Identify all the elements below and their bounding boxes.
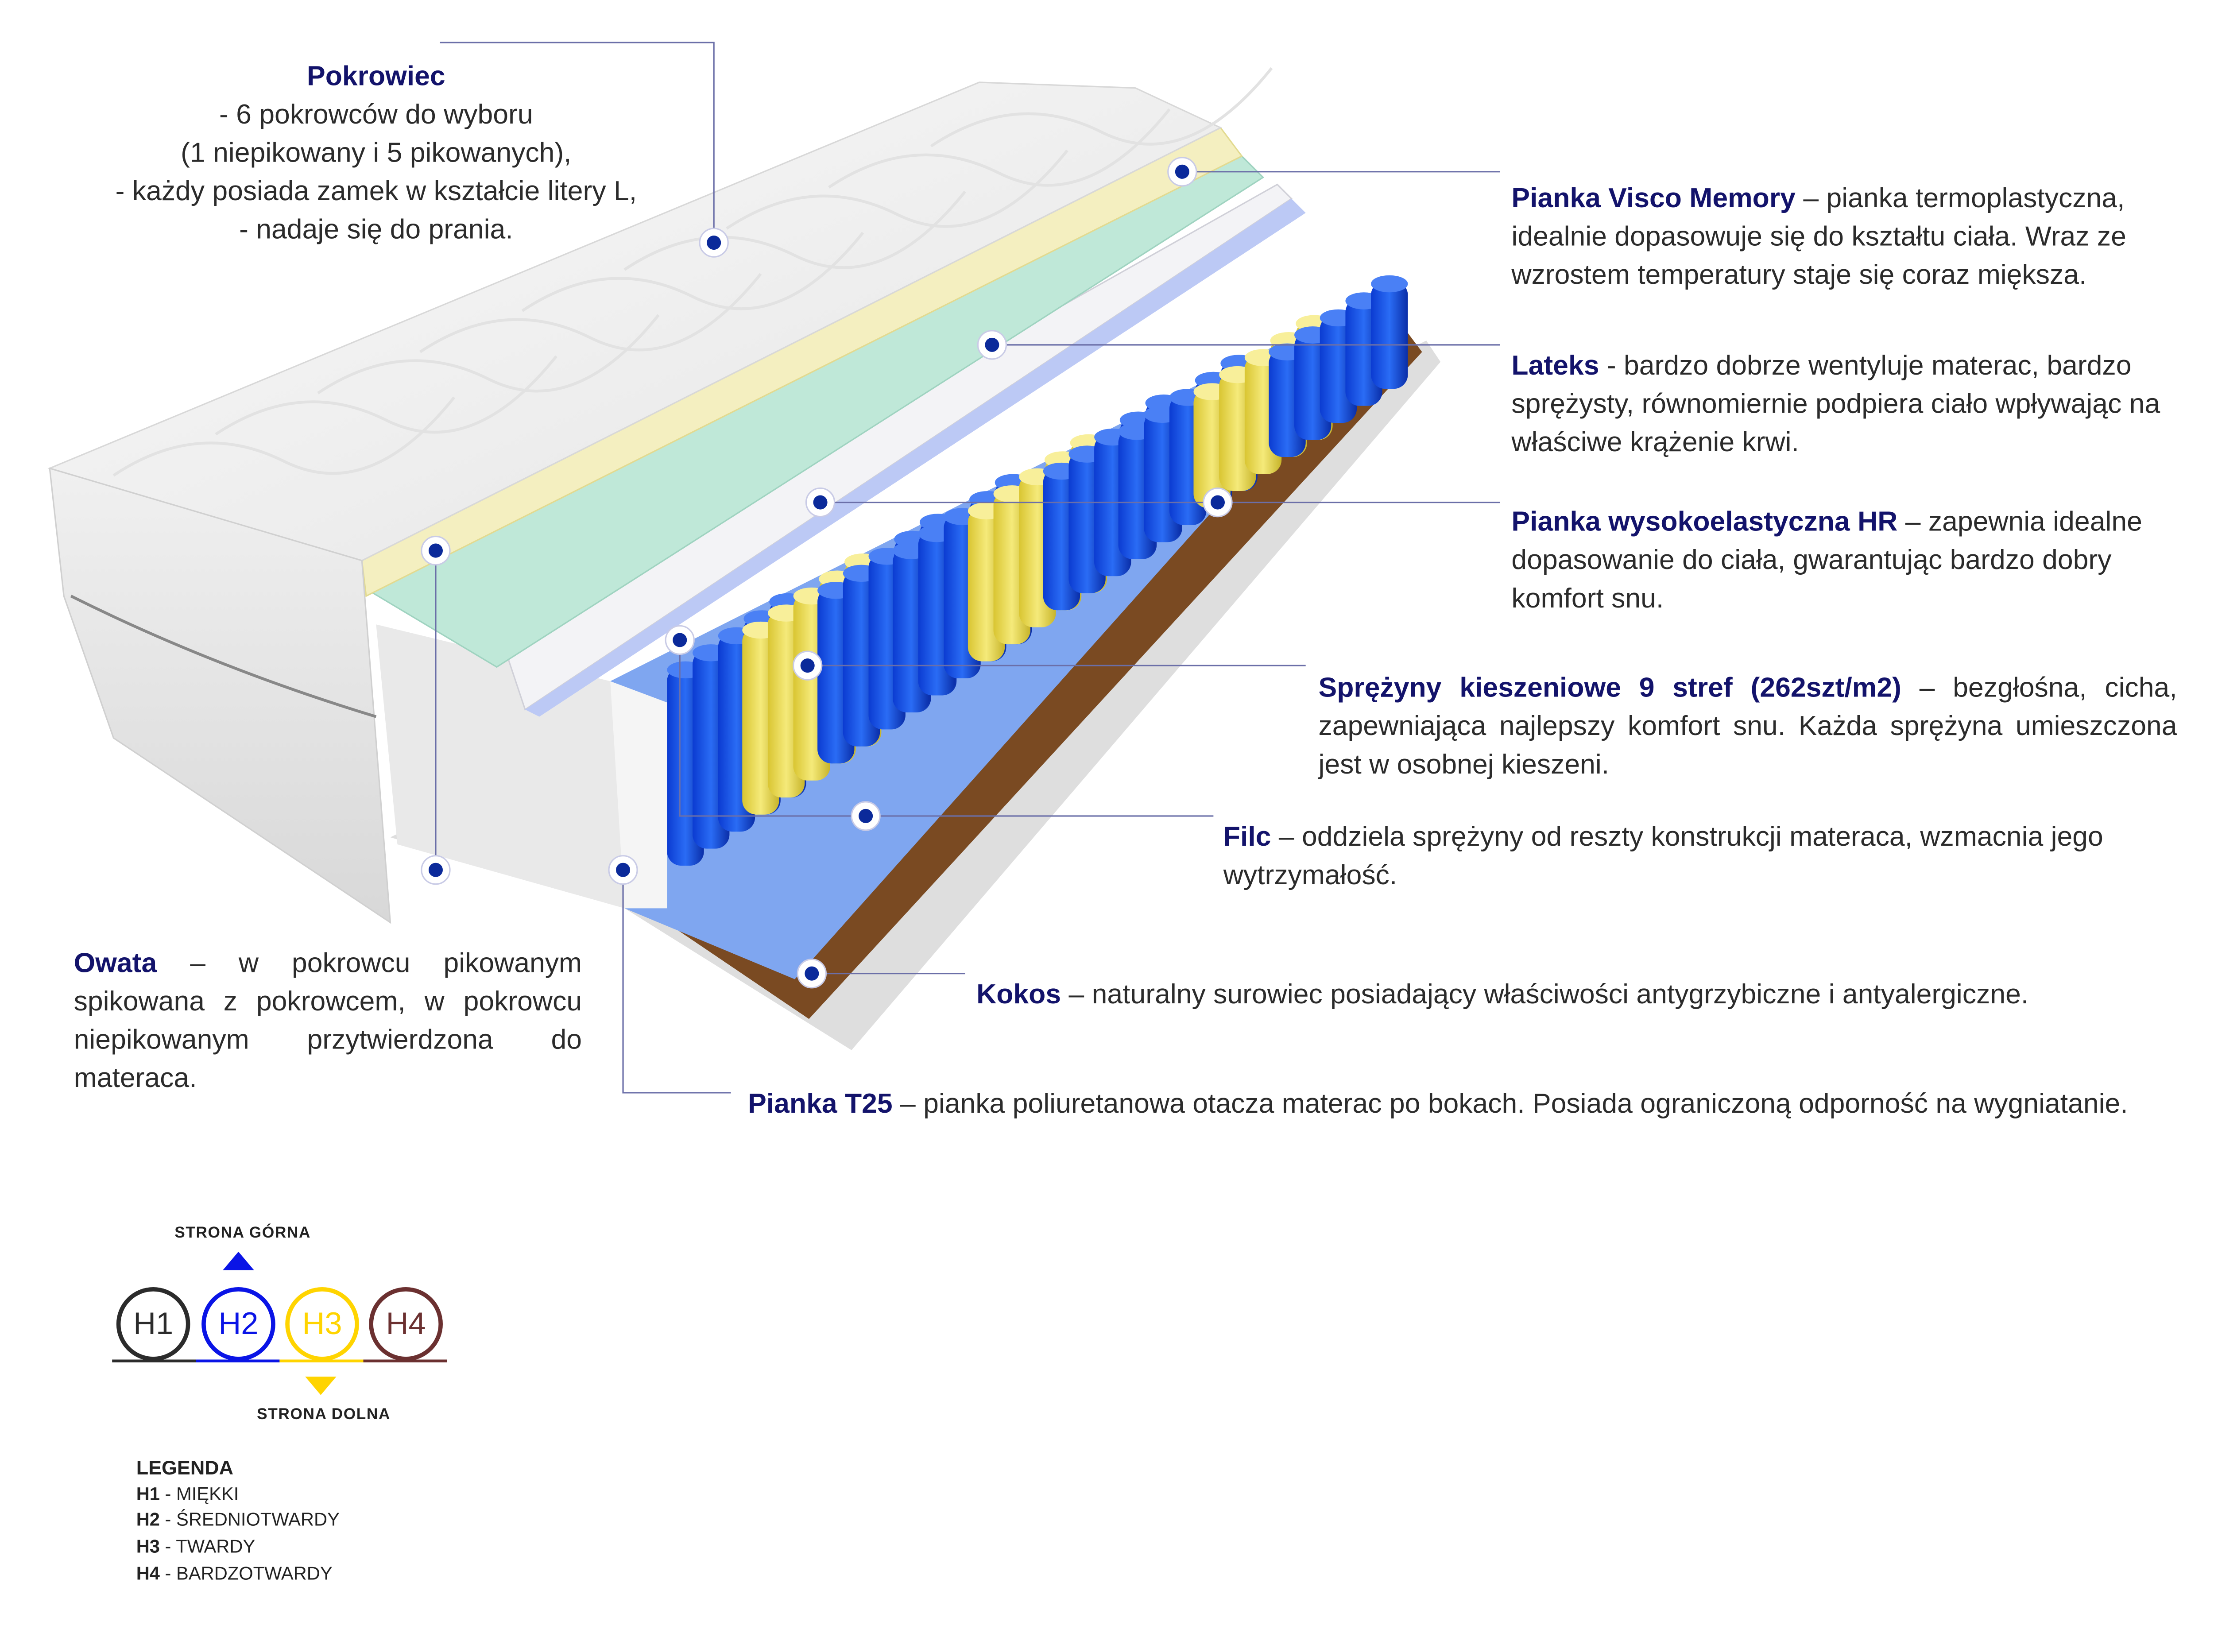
callout-title: Pianka T25: [748, 1088, 893, 1120]
callout-sprezyny: Sprężyny kieszeniowe 9 stref (262szt/m2)…: [1319, 670, 2177, 785]
legend: LEGENDA H1 - MIĘKKI H2 - ŚREDNIOTWARDY H…: [136, 1455, 340, 1587]
callout-title: Pokrowiec: [307, 61, 445, 93]
hardness-code: H2: [218, 1305, 259, 1341]
callout-visco: Pianka Visco Memory – pianka termoplasty…: [1511, 180, 2178, 295]
top-side-label: STRONA GÓRNA: [174, 1225, 311, 1242]
quilt-wave: [930, 67, 1273, 147]
marker-dot-icon: [1167, 157, 1197, 187]
legend-code: H2: [136, 1509, 160, 1531]
callout-text: – naturalny surowiec posiadający właściw…: [1061, 979, 2029, 1011]
marker-dot-icon: [421, 855, 451, 885]
legend-item: H2 - ŚREDNIOTWARDY: [136, 1508, 340, 1534]
bottom-side-label: STRONA DOLNA: [257, 1406, 391, 1424]
callout-text: – bezgłośna, cicha, zapewniająca najleps…: [1318, 673, 2177, 781]
legend-code: H1: [136, 1482, 160, 1504]
callout-lateks: Lateks - bardzo dobrze wentyluje materac…: [1511, 348, 2178, 463]
quilt-wave: [521, 232, 864, 312]
callout-text: - bardzo dobrze wentyluje materac, bardz…: [1511, 350, 2160, 459]
callout-title: Owata: [74, 948, 157, 979]
callout-owata: Owata – w pokrowcu pikowanym spikowana z…: [74, 945, 582, 1099]
quilt-wave: [828, 108, 1171, 189]
marker-dot-icon: [1203, 487, 1233, 518]
quilt-wave: [623, 190, 966, 271]
legend-sep: -: [159, 1482, 177, 1504]
callout-title: Pianka wysokoelastyczna HR: [1511, 507, 1898, 538]
callout-pokrowiec: Pokrowiec - 6 pokrowców do wyboru (1 nie…: [57, 58, 695, 250]
marker-dot-icon: [977, 330, 1007, 360]
callout-line: (1 niepikowany i 5 pikowanych),: [181, 137, 572, 169]
markers: [421, 157, 1233, 989]
hardness-h2: H2: [201, 1287, 275, 1361]
marker-dot-icon: [793, 650, 823, 681]
hardness-code: H3: [302, 1305, 342, 1341]
callout-title: Lateks: [1511, 350, 1599, 382]
callout-kokos: Kokos – naturalny surowiec posiadający w…: [976, 976, 2183, 1015]
callout-text: – pianka poliuretanowa otacza materac po…: [892, 1088, 2128, 1120]
marker-dot-icon: [851, 801, 881, 831]
legend-item: H3 - TWARDY: [136, 1534, 340, 1561]
quilt-wave: [317, 314, 660, 395]
callout-t25: Pianka T25 – pianka poliuretanowa otacza…: [748, 1086, 2171, 1124]
hardness-code: H4: [386, 1305, 426, 1341]
hardness-code: H1: [133, 1305, 174, 1341]
pocket-springs: [667, 275, 1408, 866]
legend-label: TWARDY: [176, 1536, 255, 1557]
legend-item: H4 - BARDZOTWARDY: [136, 1561, 340, 1587]
callout-text: – zapewnia idealne dopasowanie do ciała,…: [1511, 507, 2142, 615]
quilt-wave: [726, 149, 1068, 230]
hardness-h1: H1: [116, 1287, 190, 1361]
callout-hr: Pianka wysokoelastyczna HR – zapewnia id…: [1511, 504, 2178, 619]
hardness-h3: H3: [285, 1287, 359, 1361]
spring-pocket: [1371, 275, 1408, 389]
marker-dot-icon: [421, 535, 451, 566]
cover-side: [49, 467, 391, 924]
callout-text: – w pokrowcu pikowanym spikowana z pokro…: [74, 948, 582, 1095]
callout-line: - każdy posiada zamek w kształcie litery…: [115, 176, 637, 207]
callout-filc: Filc – oddziela sprężyny od reszty konst…: [1223, 819, 2177, 895]
marker-dot-icon: [665, 625, 695, 655]
legend-item: H1 - MIĘKKI: [136, 1481, 340, 1508]
down-arrow-icon: [305, 1376, 337, 1395]
callout-line: - 6 pokrowców do wyboru: [219, 99, 533, 131]
leader-lines: [435, 42, 1500, 1094]
callout-text: – pianka termoplastyczna, idealnie dopas…: [1511, 183, 2126, 291]
legend-label: BARDZOTWARDY: [176, 1562, 333, 1584]
callout-line: - nadaje się do prania.: [239, 214, 513, 246]
legend-label: MIĘKKI: [176, 1482, 239, 1504]
side-foam: [376, 624, 667, 909]
quilt-wave: [112, 396, 456, 477]
legend-code: H3: [136, 1536, 160, 1557]
marker-dot-icon: [797, 959, 827, 989]
marker-dot-icon: [608, 855, 638, 885]
quilt-wave: [419, 273, 762, 353]
legend-title: LEGENDA: [136, 1456, 234, 1479]
marker-dot-icon: [699, 228, 729, 258]
legend-sep: -: [159, 1562, 177, 1584]
quilt-wave: [215, 355, 557, 436]
legend-sep: -: [159, 1536, 176, 1557]
legend-code: H4: [136, 1562, 160, 1584]
up-arrow-icon: [223, 1251, 254, 1270]
legend-sep: -: [159, 1509, 177, 1531]
callout-text: – oddziela sprężyny od reszty konstrukcj…: [1223, 821, 2103, 891]
marker-dot-icon: [805, 487, 836, 518]
callout-title: Sprężyny kieszeniowe 9 stref (262szt/m2): [1318, 673, 1901, 704]
legend-label: ŚREDNIOTWARDY: [176, 1509, 340, 1531]
callout-title: Pianka Visco Memory: [1511, 183, 1796, 214]
hardness-h4: H4: [369, 1287, 443, 1361]
callout-title: Filc: [1223, 821, 1271, 853]
callout-title: Kokos: [976, 979, 1061, 1011]
